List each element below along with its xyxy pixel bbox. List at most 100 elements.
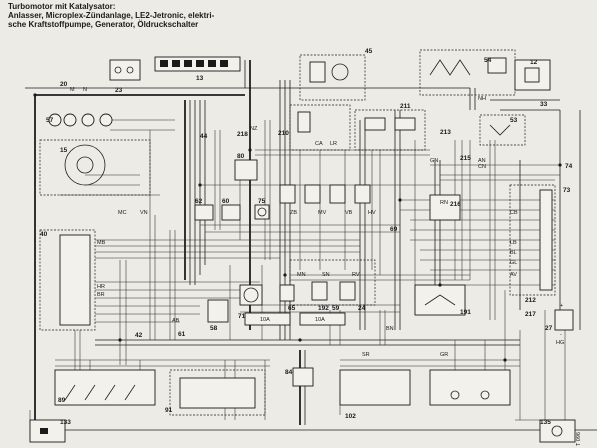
wire-code: VN xyxy=(140,210,148,216)
pin-plus: + xyxy=(560,303,563,309)
wire-code: VB xyxy=(345,210,353,216)
component-212-connector xyxy=(509,184,556,296)
sensors-57-54-53-55 xyxy=(48,113,113,127)
fuse-block: 10A 10A xyxy=(244,312,346,326)
wire-code: SR xyxy=(362,352,370,358)
wire-code: HG xyxy=(556,340,564,346)
junction-dots xyxy=(33,93,562,362)
label-217: 217 xyxy=(525,311,536,318)
label-65: 65 xyxy=(288,305,296,312)
relay-group-lower xyxy=(207,259,376,323)
label-215: 215 xyxy=(460,155,471,162)
component-number-labels: 13 20 23 33 44 45 53 54 57 74 73 210 211… xyxy=(40,48,573,426)
label-133: 133 xyxy=(60,419,71,426)
label-80: 80 xyxy=(237,153,245,160)
component-23-relay xyxy=(109,59,141,81)
wire-code: HR xyxy=(97,284,105,290)
label-54: 54 xyxy=(484,57,492,64)
terminal-pin-labels: M N + - xyxy=(70,87,563,338)
label-216: 216 xyxy=(450,201,461,208)
label-40: 40 xyxy=(40,231,48,238)
component-12-box xyxy=(514,59,551,91)
component-91-box xyxy=(169,369,266,416)
title-line-3: sche Kraftstoffpumpe, Generator, Öldruck… xyxy=(8,20,199,29)
component-210-box xyxy=(289,104,351,151)
main-wire-trunks xyxy=(25,60,597,431)
label-53: 53 xyxy=(510,117,518,124)
diagram-title: Turbomotor mit Katalysator: Anlasser, Mi… xyxy=(8,2,308,29)
fuse-10a-left: 10A xyxy=(260,317,270,323)
component-58-motor xyxy=(239,284,263,306)
label-211: 211 xyxy=(400,103,411,110)
wire-code: CN xyxy=(478,164,486,170)
wire-code: MN xyxy=(297,272,306,278)
label-102: 102 xyxy=(345,413,356,420)
wire-code: NH xyxy=(478,96,486,102)
label-210: 210 xyxy=(278,130,289,137)
component-133-box xyxy=(29,419,66,443)
label-212: 212 xyxy=(525,297,536,304)
label-58: 58 xyxy=(210,325,218,332)
component-84-connector xyxy=(292,367,314,387)
label-73: 73 xyxy=(563,187,571,194)
pin-n: N xyxy=(83,87,87,93)
label-44: 44 xyxy=(200,133,208,140)
label-45: 45 xyxy=(365,48,373,55)
label-74: 74 xyxy=(565,163,573,170)
component-216-box xyxy=(429,194,461,221)
fuse-10a-right: 10A xyxy=(315,317,325,323)
label-191: 191 xyxy=(460,309,471,316)
label-24: 24 xyxy=(358,305,366,312)
component-15-distributor xyxy=(39,139,151,196)
label-57: 57 xyxy=(46,117,54,124)
pin-m: M xyxy=(70,87,75,93)
label-84: 84 xyxy=(285,369,293,376)
pin-minus: - xyxy=(560,332,562,338)
relay-group-middle xyxy=(194,184,371,221)
component-27-box xyxy=(554,309,574,331)
wire-code-labels: NZ NH GN AN CN MB BR HR AB RN CB MN SN R… xyxy=(97,96,564,358)
component-211-box xyxy=(354,109,426,151)
wire-code: CA xyxy=(315,141,323,147)
label-71: 71 xyxy=(238,313,246,320)
wire-code: CB xyxy=(510,210,518,216)
label-61: 61 xyxy=(178,331,186,338)
title-line-1: Turbomotor mit Katalysator: xyxy=(8,2,116,11)
horizontal-bus-wires xyxy=(55,119,560,367)
label-60: 60 xyxy=(222,198,230,205)
wire-code: BR xyxy=(97,292,105,298)
label-23: 23 xyxy=(115,87,123,94)
label-89: 89 xyxy=(58,397,66,404)
wire-code: MB xyxy=(97,240,106,246)
wire-code: GL xyxy=(510,260,517,266)
wire-code: LR xyxy=(330,141,337,147)
component-191-box xyxy=(414,284,466,316)
wire-code: HV xyxy=(368,210,376,216)
wire-code: ZB xyxy=(290,210,297,216)
label-192: 192 xyxy=(318,305,329,312)
label-12: 12 xyxy=(530,59,538,66)
component-80-box xyxy=(234,159,258,181)
label-91: 91 xyxy=(165,407,173,414)
wire-code: MV xyxy=(318,210,327,216)
wire-code: BN xyxy=(386,326,394,332)
label-20: 20 xyxy=(60,81,68,88)
component-135-box xyxy=(539,419,576,443)
wire-code: RN xyxy=(440,200,448,206)
wire-code: RV xyxy=(352,272,360,278)
component-40-ecu xyxy=(39,229,96,331)
wire-code: GR xyxy=(440,352,448,358)
label-75: 75 xyxy=(258,198,266,205)
wire-code: NZ xyxy=(250,126,258,132)
label-27: 27 xyxy=(545,325,553,332)
component-89-box xyxy=(54,369,156,406)
wire-code: GN xyxy=(430,158,438,164)
wire-code: MC xyxy=(118,210,127,216)
label-135: 135 xyxy=(540,419,551,426)
label-13: 13 xyxy=(196,75,204,82)
wire-code: AB xyxy=(172,318,180,324)
wire-code: LB xyxy=(510,240,517,246)
component-45-sensor xyxy=(299,54,366,101)
